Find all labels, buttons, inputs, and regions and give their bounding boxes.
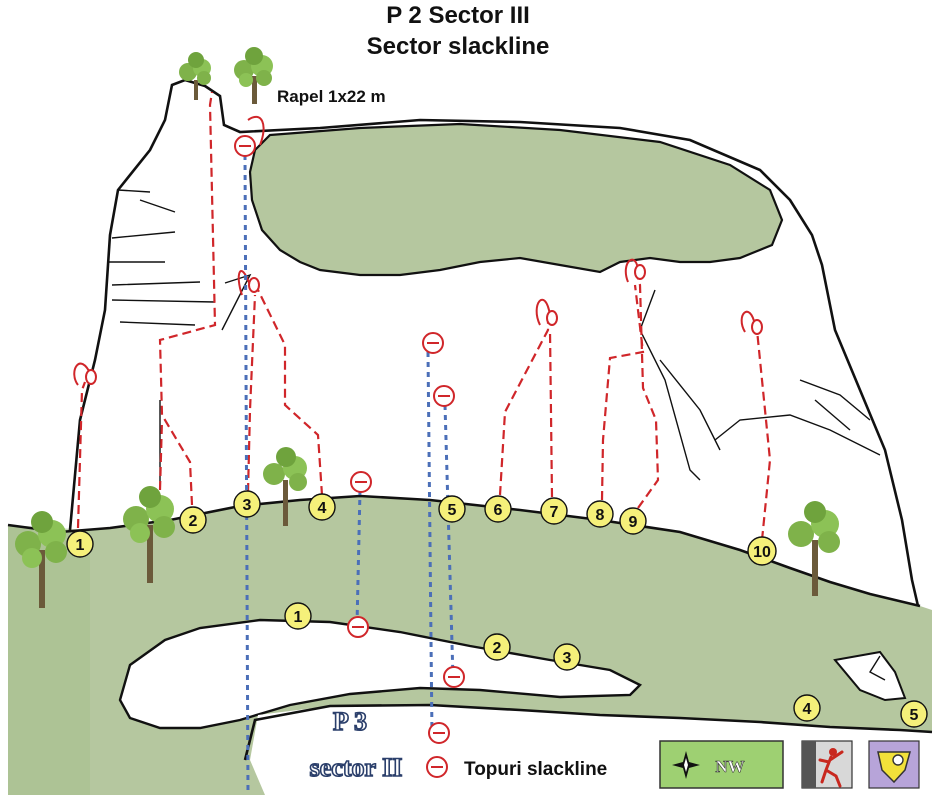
route-number-lower-5: 5 (910, 707, 919, 724)
route-line-10 (755, 329, 772, 541)
route-number-upper-5: 5 (448, 502, 457, 519)
route-line-2b (158, 419, 164, 491)
route-number-upper-8: 8 (596, 507, 605, 524)
tree-icon (788, 501, 840, 596)
slackline-1 (243, 154, 250, 795)
route-marker-lower-2: 2 (483, 633, 511, 661)
slackline-anchor-marker (347, 616, 369, 638)
route-marker-upper-8: 8 (586, 500, 614, 528)
route-marker-lower-4: 4 (793, 694, 821, 722)
climber-icon (801, 740, 853, 789)
slackline-anchor-marker (422, 332, 444, 354)
route-line-1 (76, 381, 87, 529)
compass-icon (672, 751, 700, 779)
rappel-arrow (247, 115, 265, 146)
route-marker-upper-6: 6 (484, 495, 512, 523)
title-line-1: P 2 Sector III (386, 2, 530, 29)
tree-icon (234, 47, 273, 104)
route-number-lower-4: 4 (803, 701, 812, 718)
route-marker-upper-4: 4 (308, 493, 336, 521)
route-marker-upper-5: 5 (438, 495, 466, 523)
lower-sector-label-line-2: sector II (310, 753, 403, 782)
lower-off-3 (237, 270, 251, 296)
route-line-3 (246, 294, 257, 493)
tree-icon (179, 52, 211, 100)
tree-icon (123, 486, 175, 583)
title-line-2: Sector slackline (367, 33, 550, 60)
route-number-upper-4: 4 (318, 500, 327, 517)
tree-icon (263, 447, 307, 526)
route-number-upper-2: 2 (189, 513, 198, 530)
route-marker-lower-5: 5 (900, 700, 928, 728)
slackline-anchor-marker (350, 471, 372, 493)
lower-route-markers: 1 2 3 4 5 (284, 602, 928, 728)
route-number-lower-2: 2 (493, 640, 502, 657)
route-marker-upper-2: 2 (179, 506, 207, 534)
route-marker-upper-7: 7 (540, 497, 568, 525)
route-marker-upper-10: 10 (747, 536, 777, 566)
route-line-6 (498, 322, 550, 496)
route-marker-lower-1: 1 (284, 602, 312, 630)
slackline-3 (426, 351, 434, 736)
slacklines (243, 154, 455, 795)
route-number-upper-6: 6 (494, 502, 503, 519)
lower-off-6 (535, 298, 551, 326)
rappel-label: Rapel 1x22 m (277, 87, 386, 106)
legend: Topuri slackline NW (426, 740, 920, 789)
legend-slackline-label: Topuri slackline (464, 759, 607, 780)
route-number-lower-3: 3 (563, 650, 572, 667)
route-number-upper-1: 1 (76, 537, 85, 554)
orientation-badge: NW (659, 740, 784, 789)
route-marker-upper-3: 3 (233, 490, 261, 518)
climbing-routes (73, 91, 772, 541)
lower-sector-label-line-1: P 3 (333, 707, 367, 736)
lower-off-1 (73, 362, 92, 386)
route-number-upper-10: 10 (753, 544, 771, 561)
slackline-anchor-marker (428, 722, 450, 744)
route-line-2 (158, 91, 217, 506)
legend-slackline-anchor-icon (426, 756, 448, 778)
slackline-2 (355, 489, 362, 626)
slackline-anchors (234, 135, 465, 744)
route-line-8 (600, 284, 645, 501)
slackline-anchor-marker (433, 385, 455, 407)
route-line-7 (548, 329, 554, 498)
tree-icon (15, 511, 67, 608)
route-marker-upper-1: 1 (66, 530, 94, 558)
lower-off-10 (740, 310, 756, 333)
route-marker-upper-9: 9 (619, 507, 647, 535)
route-line-4 (257, 289, 324, 496)
slackline-anchor-marker (443, 666, 465, 688)
upper-route-markers: 1 2 3 4 5 6 7 8 9 10 (66, 490, 777, 566)
orientation-label: NW (715, 757, 744, 776)
route-number-upper-3: 3 (243, 497, 252, 514)
route-number-upper-7: 7 (550, 504, 559, 521)
overhang-roof (248, 122, 784, 277)
route-line-9 (634, 271, 660, 509)
route-marker-lower-3: 3 (553, 643, 581, 671)
route-number-lower-1: 1 (294, 609, 303, 626)
trees (15, 47, 840, 608)
crag-logo-icon (868, 740, 920, 789)
slackline-anchor-marker (234, 135, 256, 157)
route-number-upper-9: 9 (629, 514, 638, 531)
